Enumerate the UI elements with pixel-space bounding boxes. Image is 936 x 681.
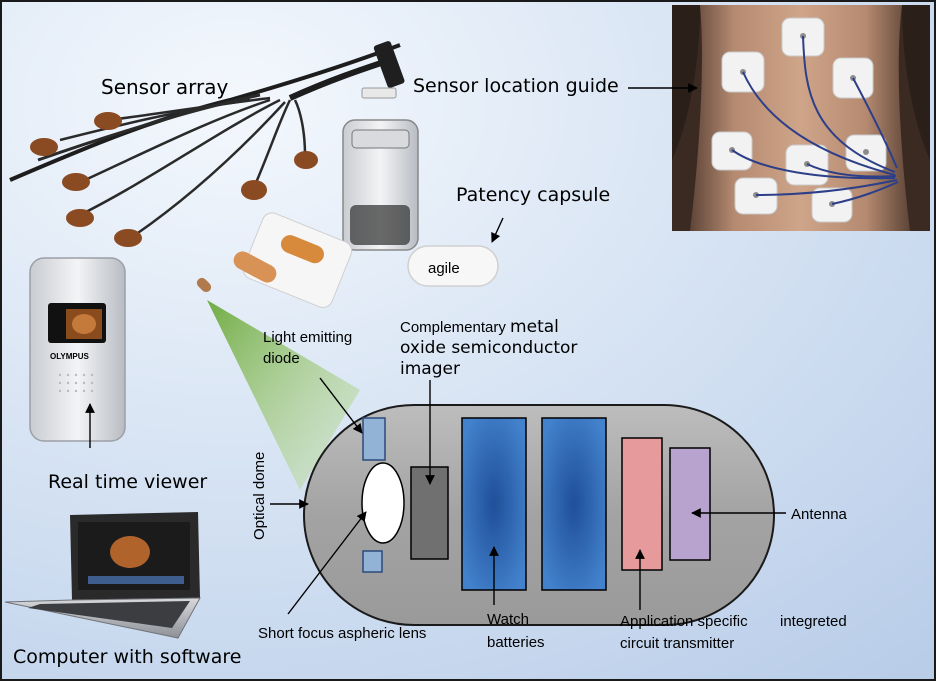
asic-transmitter [621, 437, 663, 571]
capsule-brand-label: agile [428, 260, 460, 277]
optical-dome-label: Optical dome [251, 452, 268, 540]
leader-lines [85, 83, 786, 615]
capsule-cross-section [303, 404, 775, 626]
asic-label-line1-a: Application specific [620, 613, 748, 630]
cmos-label-line1-b: metal [510, 317, 559, 337]
sensor-array-label: Sensor array [101, 75, 229, 99]
real-time-viewer-label: Real time viewer [48, 471, 207, 493]
short-focus-lens-label: Short focus aspheric lens [258, 625, 426, 642]
led-label-line1: Light emitting [263, 329, 352, 346]
cmos-label-line3: imager [400, 359, 460, 379]
antenna-block [669, 447, 711, 561]
sensor-array-illustration [9, 41, 419, 308]
sensor-location-guide-image [672, 5, 930, 231]
cmos-label-line2: oxide semiconductor [400, 338, 577, 358]
led-bottom [362, 550, 383, 573]
antenna-label: Antenna [791, 506, 848, 523]
viewer-brand-label: OLYMPUS [50, 352, 89, 361]
watch-battery-2 [541, 417, 607, 591]
arrow-patency-capsule [491, 217, 504, 243]
light-beam [207, 300, 360, 490]
arrow-lens [287, 511, 367, 615]
cmos-label-line1: Complementary metal [400, 317, 559, 337]
cmos-label-line1-a: Complementary [400, 319, 510, 336]
watch-batteries-label-line1: Watch [487, 611, 529, 628]
real-time-viewer-device: OLYMPUS [29, 257, 126, 442]
patency-capsule-image: agile [407, 245, 499, 287]
arrow-led [319, 377, 363, 434]
computer-with-software-label: Computer with software [13, 646, 241, 668]
led-top [362, 417, 386, 461]
aspheric-lens [361, 462, 405, 544]
led-label-line2: diode [263, 350, 300, 367]
asic-label-line1: Application specific integreted [620, 613, 847, 630]
sensor-location-guide-label: Sensor location guide [413, 75, 619, 97]
asic-label-line2: circuit transmitter [620, 635, 734, 652]
patency-capsule-label: Patency capsule [456, 184, 610, 206]
laptop-computer-image [4, 512, 201, 639]
watch-batteries-label-line2: batteries [487, 634, 545, 651]
asic-label-line1-b: integreted [780, 613, 847, 630]
